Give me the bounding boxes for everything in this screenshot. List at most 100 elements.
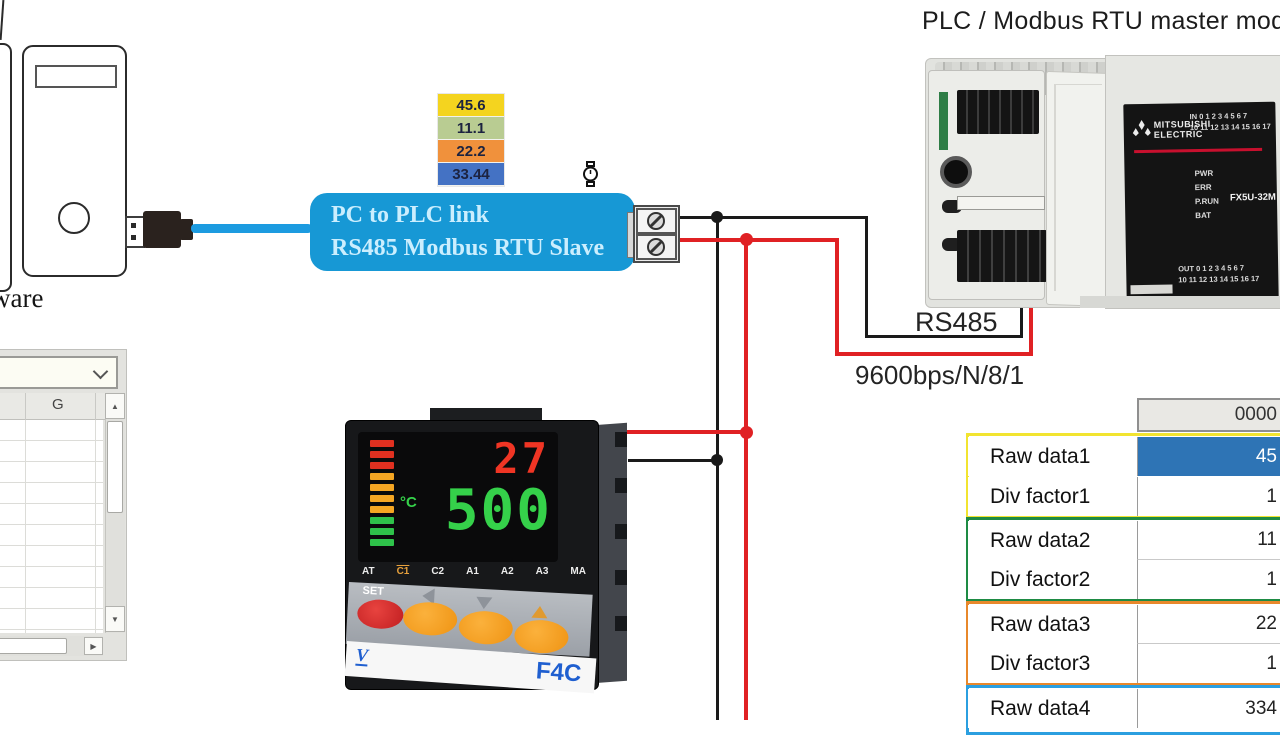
wire-red-h3 xyxy=(625,430,748,434)
scroll-up-button[interactable]: ▲ xyxy=(105,393,125,419)
spreadsheet-grid[interactable] xyxy=(0,420,103,633)
pc-drive-bay xyxy=(35,65,117,88)
controller-mount-tab xyxy=(615,570,627,585)
plc-led-err: ERR xyxy=(1194,182,1212,193)
vertical-scroll-thumb[interactable] xyxy=(107,421,123,513)
plc-led-prun: P.RUN xyxy=(1194,196,1219,207)
status-c2: C2 xyxy=(431,566,445,577)
plc-in-labels: IN 0 1 2 3 4 5 6 7 10 11 12 13 14 15 16 … xyxy=(1190,110,1271,133)
scroll-right-button[interactable]: ▶ xyxy=(84,637,103,655)
led-bar xyxy=(370,539,394,546)
stack-cell-1: 45.6 xyxy=(438,94,504,117)
table-cell[interactable]: 334 xyxy=(1137,689,1280,728)
controller-mount-tab xyxy=(615,616,627,631)
terminal-block xyxy=(633,205,680,263)
plc-micro-label xyxy=(1130,284,1173,295)
mitsubishi-logo-icon xyxy=(1132,120,1151,137)
usb-hole xyxy=(131,223,136,228)
plc-red-stripe xyxy=(1134,147,1263,154)
plc-in-line2: 10 11 12 13 14 15 16 17 xyxy=(1189,121,1271,133)
table-row-label: Raw data1 xyxy=(968,437,1137,476)
plc-front-panel: MITSUBISHI ELECTRIC IN 0 1 2 3 4 5 6 7 1… xyxy=(1123,101,1279,301)
status-a1: A1 xyxy=(466,566,479,577)
scroll-down-button[interactable]: ▼ xyxy=(105,606,125,632)
grid-column-line xyxy=(25,420,26,633)
grid-column-line xyxy=(95,420,96,633)
stack-value-3: 22.2 xyxy=(456,142,486,160)
led-bar xyxy=(370,517,394,524)
clock-icon xyxy=(580,161,600,193)
wire-red-v1 xyxy=(835,238,839,356)
converter-line1: PC to PLC link xyxy=(331,202,490,228)
led-bar xyxy=(370,495,394,502)
junction-dot-red xyxy=(740,426,753,439)
up-button xyxy=(513,618,570,655)
table-cell[interactable]: 1 xyxy=(1137,560,1280,599)
set-value: 500 xyxy=(444,478,552,543)
rs485-converter-box: PC to PLC link RS485 Modbus RTU Slave xyxy=(310,193,635,271)
plc-din-rail xyxy=(1080,296,1280,308)
plc-terminal-bottom xyxy=(957,230,1047,282)
wire-black-h2 xyxy=(865,335,1023,338)
plc-model-label: FX5U-32M xyxy=(1229,191,1276,204)
table-header-cell: 0000 xyxy=(1137,398,1280,432)
usb-plug-metal xyxy=(125,216,145,248)
junction-dot-black xyxy=(711,454,723,466)
table-row-label: Div factor3 xyxy=(968,644,1137,683)
converter-line2: RS485 Modbus RTU Slave xyxy=(331,235,605,261)
led-bar xyxy=(370,462,394,469)
status-a2: A2 xyxy=(500,566,514,577)
header-divider xyxy=(95,393,96,420)
plc-out-line2: 10 11 12 13 14 15 16 17 xyxy=(1178,273,1260,285)
group-border-orange xyxy=(966,601,1280,685)
wire-black-h1 xyxy=(680,216,868,219)
wire-black-h3 xyxy=(628,459,719,462)
column-header-g[interactable]: G xyxy=(52,396,64,413)
plc-sd-slot xyxy=(939,92,948,150)
wire-red-h1 xyxy=(680,238,838,242)
spreadsheet-header-row xyxy=(0,393,105,420)
plc-out-labels: OUT 0 1 2 3 4 5 6 7 10 11 12 13 14 15 16… xyxy=(1178,262,1259,285)
led-bar xyxy=(370,506,394,513)
process-value: 27 xyxy=(493,434,550,483)
table-row-label: Div factor2 xyxy=(968,560,1137,599)
chevron-down-icon[interactable] xyxy=(92,363,109,380)
group-border-green xyxy=(966,517,1280,601)
stack-value-2: 11.1 xyxy=(456,119,486,137)
set-label: SET xyxy=(362,584,385,598)
plc-round-connector xyxy=(940,156,972,188)
stack-cell-4: 33.44 xyxy=(438,163,504,186)
horizontal-scroll-thumb[interactable] xyxy=(0,638,67,654)
wire-black-trunk xyxy=(716,216,719,720)
pc-power-button xyxy=(58,202,90,234)
table-cell[interactable]: 11 xyxy=(1137,521,1280,560)
table-cell-selected[interactable]: 45 xyxy=(1137,437,1280,476)
usb-plug-body xyxy=(143,211,181,248)
wire-black-v1 xyxy=(865,216,868,338)
wire-red-trunk xyxy=(744,238,748,720)
controller-mount-tab xyxy=(615,524,627,539)
baud-label: 9600bps/N/8/1 xyxy=(855,360,1025,390)
led-bar xyxy=(370,528,394,535)
partial-shape-line xyxy=(0,0,5,41)
table-row-label: Raw data4 xyxy=(968,689,1137,728)
spreadsheet-combobox[interactable] xyxy=(0,356,118,389)
value-stack: 45.6 11.1 22.2 33.44 xyxy=(437,93,505,187)
table-cell[interactable]: 22 xyxy=(1137,605,1280,644)
plc-terminal-top xyxy=(957,90,1039,134)
plc-led-pwr: PWR xyxy=(1194,168,1214,179)
table-cell[interactable]: 1 xyxy=(1137,477,1280,516)
usb-cable xyxy=(191,224,312,233)
controller-model: F4C xyxy=(535,657,583,688)
plc-door-inner xyxy=(1054,84,1102,291)
controller-mount-tab xyxy=(615,478,627,493)
stack-cell-2: 11.1 xyxy=(438,117,504,140)
plc-label-strip xyxy=(957,196,1045,210)
down-button xyxy=(457,609,514,646)
stack-value-4: 33.44 xyxy=(452,165,490,183)
controller-logo: V xyxy=(355,644,369,667)
partial-tower-edge xyxy=(0,43,12,292)
table-cell[interactable]: 1 xyxy=(1137,644,1280,683)
down-arrow-icon xyxy=(475,596,493,610)
status-at: AT xyxy=(362,566,375,577)
